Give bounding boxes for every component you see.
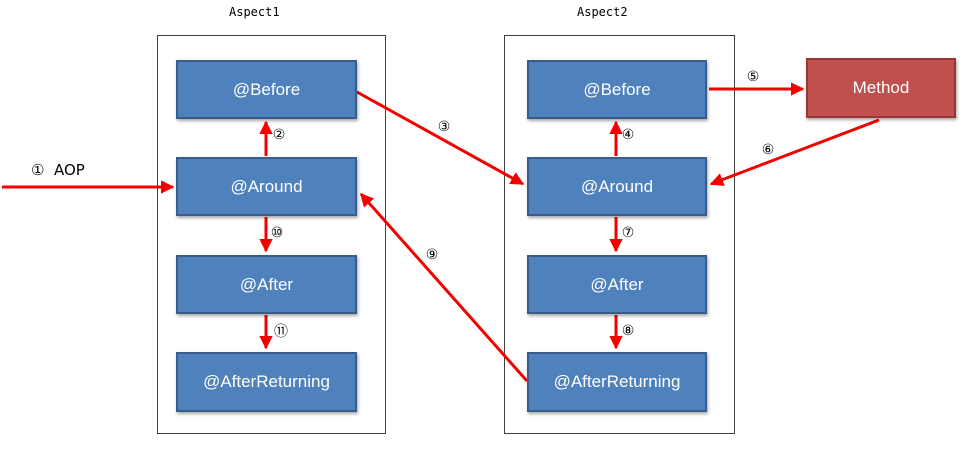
node-aspect1-before: @Before: [176, 60, 357, 119]
arrow-label-10: ⑩: [270, 225, 284, 241]
node-aspect1-afterreturning: @AfterReturning: [176, 352, 357, 412]
aspect1-title: Aspect1: [229, 5, 280, 19]
arrow-label-1: ① AOP: [31, 161, 85, 179]
arrow-label-4: ④: [621, 127, 635, 143]
arrow-label-9: ⑨: [425, 247, 439, 263]
arrow-label-8: ⑧: [621, 323, 635, 339]
aspect2-title: Aspect2: [577, 5, 628, 19]
node-aspect1-around: @Around: [176, 157, 357, 216]
node-aspect2-before: @Before: [527, 60, 707, 119]
arrow-6-method-to-around2: [709, 118, 880, 186]
arrow-label-2: ②: [272, 127, 286, 143]
arrow-label-3: ③: [437, 119, 451, 135]
arrow-label-11: ⑪: [274, 324, 288, 340]
arrow-label-7: ⑦: [621, 225, 635, 241]
node-method: Method: [806, 58, 956, 118]
arrow-label-6: ⑥: [761, 142, 775, 158]
node-aspect2-afterreturning: @AfterReturning: [527, 352, 707, 412]
node-aspect2-around: @Around: [527, 157, 707, 216]
node-aspect2-after: @After: [527, 255, 707, 314]
arrow-label-5: ⑤: [746, 69, 760, 85]
node-aspect1-after: @After: [176, 255, 357, 314]
